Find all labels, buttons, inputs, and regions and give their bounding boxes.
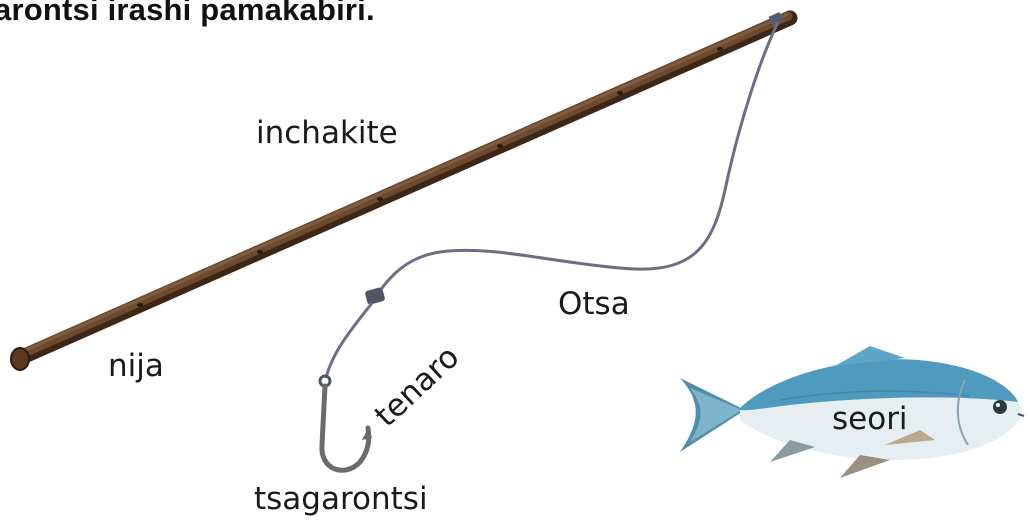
fishing-line (375, 22, 778, 297)
line-weight (364, 287, 385, 305)
label-tsagarontsi: tsagarontsi (254, 484, 428, 515)
label-otsa: Otsa (558, 289, 630, 320)
page-heading: arontsi irashi pamakabiri. (0, 0, 375, 28)
label-nija: nija (108, 351, 164, 382)
fishing-hook (322, 386, 369, 470)
hook-leader (326, 303, 372, 378)
label-inchakite: inchakite (256, 118, 398, 149)
label-seori: seori (832, 404, 908, 435)
rod-butt-end (11, 348, 29, 370)
fishing-rod (11, 12, 790, 370)
